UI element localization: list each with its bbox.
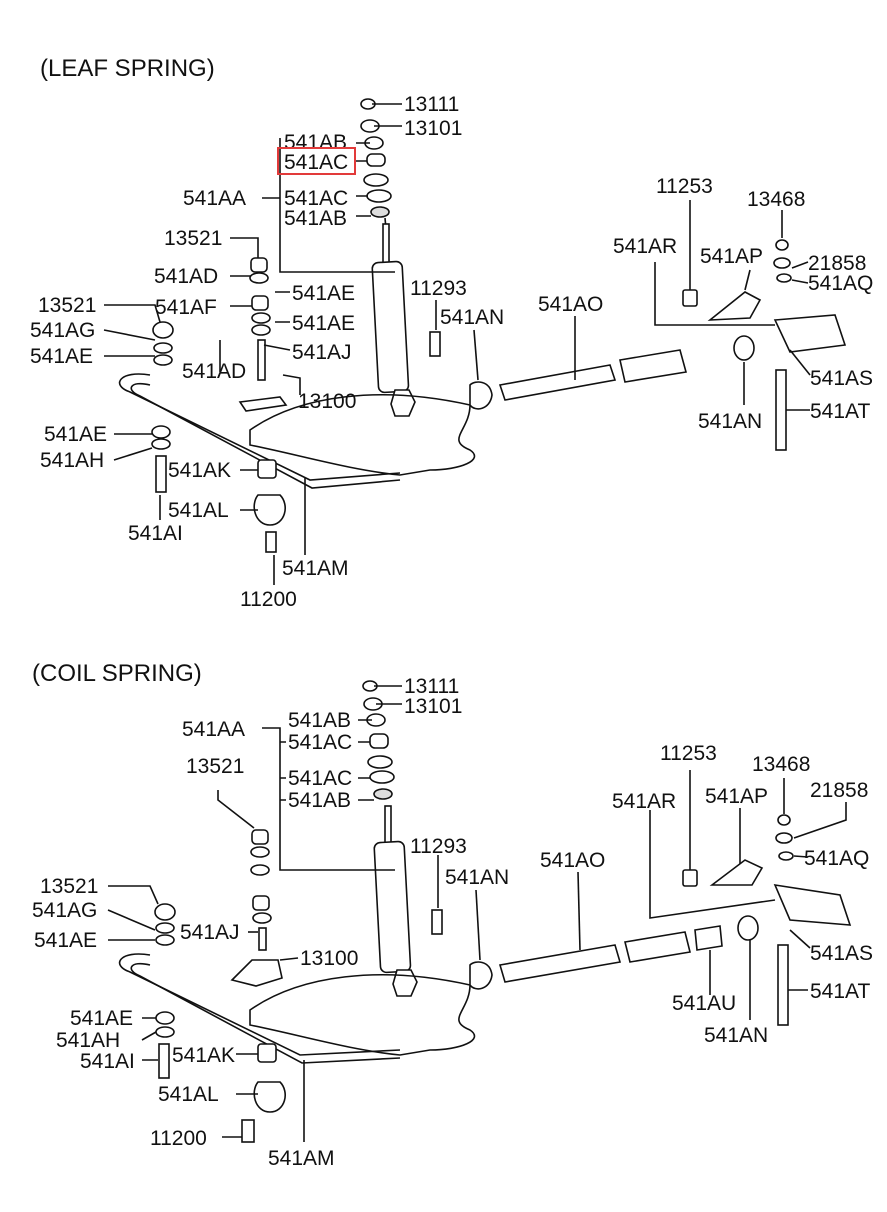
coil-label-541ae-a: 541AE xyxy=(34,929,97,952)
shock-lower-eye-part xyxy=(390,389,416,417)
label-541ae-c: 541AE xyxy=(30,345,93,368)
coil-label-13521-b: 13521 xyxy=(40,875,98,898)
label-541ae-a: 541AE xyxy=(292,282,355,305)
coil-label-541ae-b: 541AE xyxy=(70,1007,133,1030)
coil-label-541ac-top: 541AC xyxy=(288,731,352,754)
label-13111: 13111 xyxy=(404,93,459,116)
label-21858: 21858 xyxy=(808,252,866,275)
coil-label-541ah: 541AH xyxy=(56,1029,120,1052)
label-541aj: 541AJ xyxy=(292,341,352,364)
label-541ab: 541AB xyxy=(284,207,347,230)
coil-label-541al: 541AL xyxy=(158,1083,219,1106)
coil-label-541ac: 541AC xyxy=(288,767,352,790)
coil-label-541ag: 541AG xyxy=(32,899,97,922)
section-title-coil-spring: (COIL SPRING) xyxy=(32,660,202,687)
label-541ar: 541AR xyxy=(613,235,677,258)
section-title-leaf-spring: (LEAF SPRING) xyxy=(40,55,215,82)
coil-label-541ar: 541AR xyxy=(612,790,676,813)
selected-part-highlight xyxy=(277,147,356,175)
coil-label-541ab: 541AB xyxy=(288,789,351,812)
label-11200: 11200 xyxy=(240,588,297,611)
label-541ai: 541AI xyxy=(128,522,183,545)
label-541ap: 541AP xyxy=(700,245,763,268)
label-541ae-b: 541AE xyxy=(292,312,355,335)
bushing-541ac-part xyxy=(366,153,386,167)
stabilizer-bar xyxy=(118,373,401,481)
bushing-part xyxy=(363,173,389,187)
coil-label-541at: 541AT xyxy=(810,980,870,1003)
label-13521-b: 13521 xyxy=(38,294,96,317)
coil-label-541ai: 541AI xyxy=(80,1050,135,1073)
label-541ad-b: 541AD xyxy=(182,360,246,383)
coil-label-541an-a: 541AN xyxy=(445,866,509,889)
coil-label-13100: 13100 xyxy=(300,947,358,970)
label-541ao: 541AO xyxy=(538,293,603,316)
label-13521-a: 13521 xyxy=(164,227,222,250)
label-13468: 13468 xyxy=(747,188,805,211)
label-541an-b: 541AN xyxy=(698,410,762,433)
coil-label-541as: 541AS xyxy=(810,942,873,965)
label-541al: 541AL xyxy=(168,499,229,522)
coil-label-541ap: 541AP xyxy=(705,785,768,808)
label-11293: 11293 xyxy=(410,277,467,300)
coil-part-labels: 13111 13101 541AA 541AB 541AC 13521 541A… xyxy=(32,675,873,1170)
label-11253: 11253 xyxy=(656,175,713,198)
label-13101: 13101 xyxy=(404,117,462,140)
shock-rod-part xyxy=(382,223,390,265)
label-541aa: 541AA xyxy=(183,187,246,210)
coil-label-11253: 11253 xyxy=(660,742,717,765)
label-541ac-selected[interactable]: 541AC xyxy=(284,151,348,174)
label-541ak: 541AK xyxy=(168,459,231,482)
bushing-541ac-lower-part xyxy=(366,189,392,203)
coil-label-21858: 21858 xyxy=(810,779,868,802)
coil-label-13468: 13468 xyxy=(752,753,810,776)
coil-label-541aj: 541AJ xyxy=(180,921,240,944)
label-541an-a: 541AN xyxy=(440,306,504,329)
label-13100: 13100 xyxy=(298,390,356,413)
lower-arm-plate xyxy=(249,394,476,476)
coil-label-541aq: 541AQ xyxy=(804,847,869,870)
coil-label-13521-a: 13521 xyxy=(186,755,244,778)
label-541ag: 541AG xyxy=(30,319,95,342)
leaf-spring-assembly-drawing xyxy=(103,98,847,585)
label-541at: 541AT xyxy=(810,400,870,423)
label-541ad-a: 541AD xyxy=(154,265,218,288)
shock-absorber-part xyxy=(371,260,410,394)
label-541ae-d: 541AE xyxy=(44,423,107,446)
washer-541ab-part xyxy=(370,206,390,218)
label-541am: 541AM xyxy=(282,557,349,580)
coil-spring-assembly-drawing xyxy=(107,680,852,1143)
coil-label-11200: 11200 xyxy=(150,1127,207,1150)
label-541ac: 541AC xyxy=(284,187,348,210)
label-541af: 541AF xyxy=(155,296,217,319)
label-541as: 541AS xyxy=(810,367,873,390)
leaf-part-labels: 13111 13101 541AB 541AC 541AA 541AC 541A… xyxy=(30,93,873,611)
coil-label-11293: 11293 xyxy=(410,835,467,858)
label-541aq: 541AQ xyxy=(808,272,873,295)
coil-label-541am: 541AM xyxy=(268,1147,335,1170)
coil-label-541ao: 541AO xyxy=(540,849,605,872)
coil-label-541aa: 541AA xyxy=(182,718,245,741)
coil-label-541an-b: 541AN xyxy=(704,1024,768,1047)
coil-label-13111: 13111 xyxy=(404,675,459,698)
coil-label-541au: 541AU xyxy=(672,992,736,1015)
label-541ah: 541AH xyxy=(40,449,104,472)
coil-label-13101: 13101 xyxy=(404,695,462,718)
coil-label-541ab-top: 541AB xyxy=(288,709,351,732)
coil-label-541ak: 541AK xyxy=(172,1044,235,1067)
